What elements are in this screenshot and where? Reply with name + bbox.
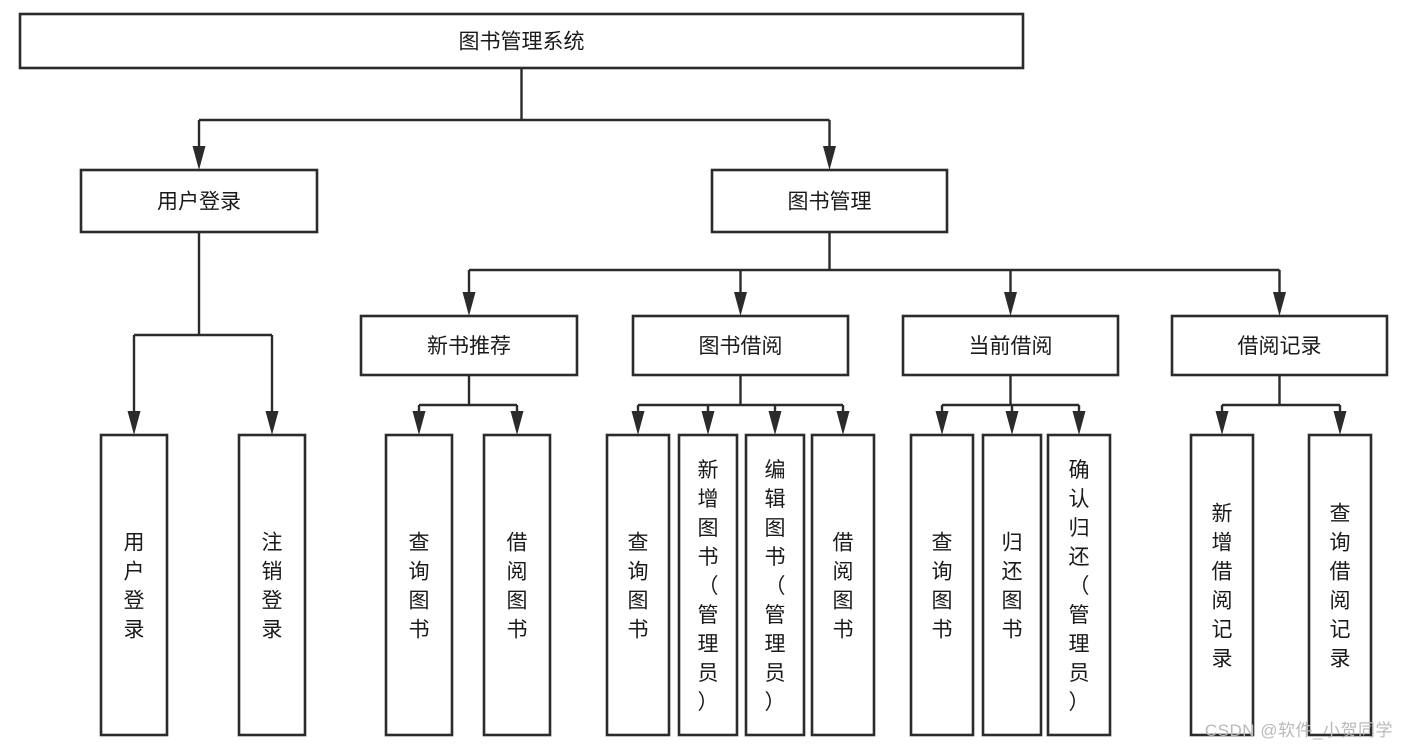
node-box-rect[interactable] <box>18 12 1025 70</box>
node-leaf-query-book-2[interactable]: 查询图书 <box>605 433 671 737</box>
arrow-head-icon <box>935 411 949 435</box>
node-box-rect[interactable] <box>79 168 319 234</box>
node-label: 新增图书（管理员） <box>698 459 719 714</box>
node-box-rect[interactable] <box>677 433 739 737</box>
node-root[interactable]: 图书管理系统 <box>18 12 1025 70</box>
node-box-rect[interactable] <box>384 433 454 737</box>
node-box-rect[interactable] <box>237 433 307 737</box>
connector-lines <box>127 68 1347 435</box>
node-box-rect[interactable] <box>901 314 1120 377</box>
arrow-head-icon <box>1273 292 1286 316</box>
arrow-head-icon <box>1005 411 1019 435</box>
node-label: 查询图书 <box>409 532 430 642</box>
node-borrow-record[interactable]: 借阅记录 <box>1170 314 1389 377</box>
node-book-manage[interactable]: 图书管理 <box>710 168 949 234</box>
node-leaf-add-book[interactable]: 新增图书（管理员） <box>677 433 739 737</box>
watermark-text: CSDN @软件_小贺同学 <box>1204 721 1393 740</box>
node-boxes: 图书管理系统用户登录图书管理新书推荐图书借阅当前借阅借阅记录用户登录注销登录查询… <box>18 12 1389 737</box>
node-leaf-user-login[interactable]: 用户登录 <box>99 433 169 737</box>
node-label: 借阅图书 <box>833 532 854 642</box>
node-label: 图书管理系统 <box>459 31 585 54</box>
node-box-rect[interactable] <box>99 433 169 737</box>
node-label: 借阅图书 <box>507 532 528 642</box>
arrow-head-icon <box>462 292 476 316</box>
arrow-head-icon <box>192 146 206 170</box>
arrow-head-icon <box>412 411 426 435</box>
node-label: 用户登录 <box>124 532 145 642</box>
arrow-head-icon <box>701 411 715 435</box>
node-box-rect[interactable] <box>810 433 876 737</box>
node-leaf-add-record[interactable]: 新增借阅记录 <box>1189 433 1255 737</box>
node-label: 新增借阅记录 <box>1212 503 1233 671</box>
node-leaf-query-book-1[interactable]: 查询图书 <box>384 433 454 737</box>
node-leaf-user-logout[interactable]: 注销登录 <box>237 433 307 737</box>
node-box-rect[interactable] <box>909 433 975 737</box>
node-box-rect[interactable] <box>1046 433 1112 737</box>
node-label: 新书推荐 <box>427 335 511 358</box>
arrow-head-icon <box>1072 411 1086 435</box>
node-label: 注销登录 <box>262 532 283 642</box>
node-box-rect[interactable] <box>1189 433 1255 737</box>
node-leaf-query-record[interactable]: 查询借阅记录 <box>1307 433 1373 737</box>
node-user-login[interactable]: 用户登录 <box>79 168 319 234</box>
node-label: 归还图书 <box>1002 532 1023 642</box>
arrow-head-icon <box>1333 411 1347 435</box>
node-leaf-query-book-3[interactable]: 查询图书 <box>909 433 975 737</box>
node-label: 用户登录 <box>157 191 241 214</box>
node-current-borrow[interactable]: 当前借阅 <box>901 314 1120 377</box>
node-leaf-borrow-book-2[interactable]: 借阅图书 <box>810 433 876 737</box>
node-box-rect[interactable] <box>359 314 579 377</box>
arrow-head-icon <box>631 411 645 435</box>
node-book-borrow[interactable]: 图书借阅 <box>631 314 850 377</box>
node-label: 借阅记录 <box>1238 335 1322 358</box>
node-box-rect[interactable] <box>1307 433 1373 737</box>
arrow-head-icon <box>734 292 747 316</box>
arrow-head-icon <box>768 411 782 435</box>
node-label: 图书管理 <box>788 191 872 214</box>
node-label: 当前借阅 <box>969 335 1053 358</box>
arrow-head-icon <box>127 411 141 435</box>
node-box-rect[interactable] <box>981 433 1043 737</box>
node-box-rect[interactable] <box>631 314 850 377</box>
arrow-head-icon <box>1004 292 1017 316</box>
node-box-rect[interactable] <box>482 433 552 737</box>
arrow-head-icon <box>510 411 524 435</box>
node-leaf-confirm-return[interactable]: 确认归还（管理员） <box>1046 433 1112 737</box>
node-label: 查询借阅记录 <box>1330 503 1351 671</box>
arrow-head-icon <box>823 146 836 170</box>
node-new-book-rec[interactable]: 新书推荐 <box>359 314 579 377</box>
node-label: 图书借阅 <box>699 335 783 358</box>
node-box-rect[interactable] <box>605 433 671 737</box>
node-box-rect[interactable] <box>744 433 806 737</box>
node-label: 确认归还（管理员） <box>1069 459 1090 714</box>
node-box-rect[interactable] <box>710 168 949 234</box>
node-label: 查询图书 <box>628 532 649 642</box>
node-leaf-edit-book[interactable]: 编辑图书（管理员） <box>744 433 806 737</box>
node-label: 编辑图书（管理员） <box>765 459 786 714</box>
node-label: 查询图书 <box>932 532 953 642</box>
node-box-rect[interactable] <box>1170 314 1389 377</box>
arrow-head-icon <box>1215 411 1229 435</box>
node-leaf-borrow-book-1[interactable]: 借阅图书 <box>482 433 552 737</box>
arrow-head-icon <box>265 411 279 435</box>
arrow-head-icon <box>836 411 850 435</box>
node-leaf-return-book[interactable]: 归还图书 <box>981 433 1043 737</box>
